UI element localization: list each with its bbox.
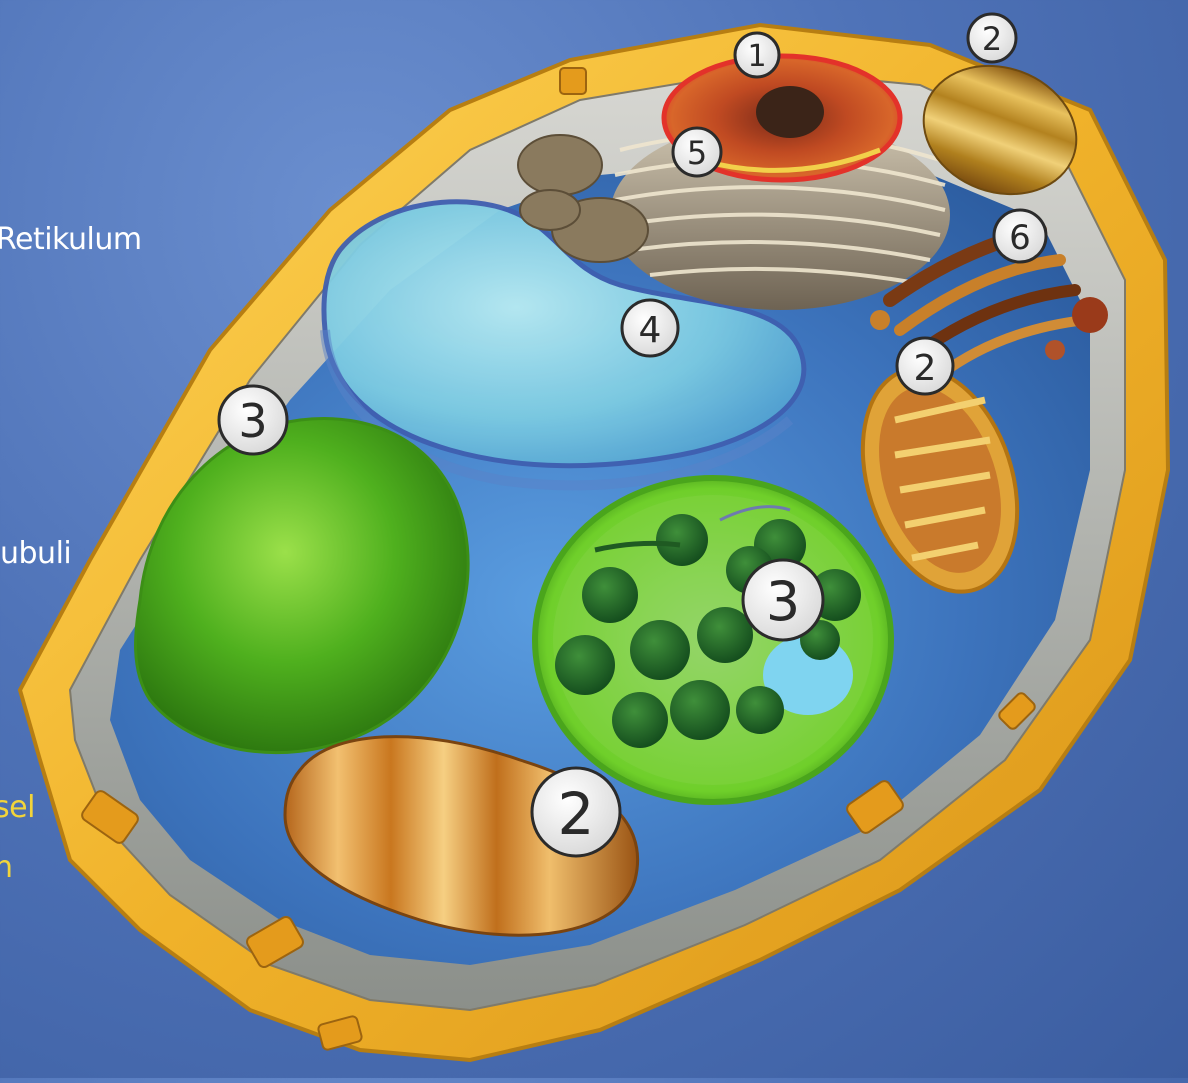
- wall-plasmodesmata: [81, 67, 1036, 1051]
- marker-2-right-label: 2: [914, 348, 937, 389]
- marker-2-bottom-label: 2: [558, 780, 595, 848]
- marker-3-center-label: 3: [766, 570, 800, 633]
- marker-3-center: 3: [741, 558, 825, 642]
- marker-6-label: 6: [1009, 218, 1031, 258]
- mitochondrion-top: [922, 64, 1078, 196]
- mitochondrion-right: [860, 366, 1020, 594]
- chloroplast-center: [532, 475, 894, 805]
- marker-1: 1: [733, 31, 781, 79]
- marker-2-top-label: 2: [982, 20, 1002, 58]
- label-tubuli: ubuli: [0, 536, 72, 571]
- vacuole-shadow: [320, 329, 794, 491]
- marker-3-left-label: 3: [238, 394, 267, 448]
- label-retikulum: Retikulum: [0, 222, 142, 257]
- marker-4: 4: [620, 298, 680, 358]
- marker-5: 5: [671, 126, 723, 178]
- label-partial-yellow-1: sel: [0, 790, 35, 825]
- marker-3-left: 3: [217, 384, 289, 456]
- nucleus: [661, 53, 903, 183]
- marker-2-top: 2: [966, 12, 1018, 64]
- marker-4-label: 4: [639, 310, 662, 351]
- marker-6: 6: [992, 208, 1048, 264]
- marker-5-label: 5: [687, 134, 707, 172]
- marker-1-label: 1: [747, 39, 766, 74]
- marker-2-bottom: 2: [530, 766, 622, 858]
- marker-2-right: 2: [895, 336, 955, 396]
- label-partial-yellow-2: n: [0, 850, 13, 885]
